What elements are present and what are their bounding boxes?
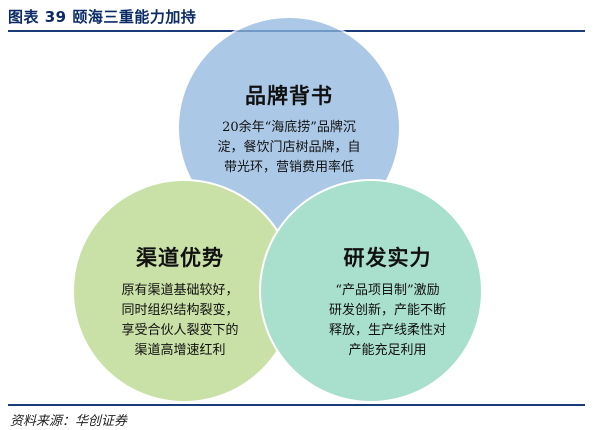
- figure-title: 图表 39 颐海三重能力加持: [8, 8, 197, 26]
- channel-line: 同时组织结构裂变，: [121, 303, 239, 318]
- rnd-description: “产品项目制”激励 研发创新，产能不断 释放，生产线柔性对 产能充足利用: [310, 281, 465, 361]
- rnd-line: “产品项目制”激励: [335, 283, 440, 298]
- channel-label: 渠道优势 原有渠道基础较好， 同时组织结构裂变， 享受合伙人裂变下的 渠道高增速…: [90, 242, 270, 361]
- channel-line: 原有渠道基础较好，: [121, 283, 239, 298]
- source-note: 资料来源：华创证券: [10, 414, 128, 429]
- rnd-line: 研发创新，产能不断: [328, 303, 446, 318]
- brand-description: 20余年“海底捞”品牌沉 淀，餐饮门店树品牌，自 带光环，营销费用率低: [179, 118, 399, 178]
- rnd-heading: 研发实力: [343, 245, 432, 270]
- footer-rule: [8, 404, 585, 406]
- rnd-line: 释放，生产线柔性对: [328, 323, 446, 338]
- brand-line: 淀，餐饮门店树品牌，自: [217, 140, 361, 155]
- brand-line: 20余年“海底捞”品牌沉: [222, 120, 356, 135]
- brand-line: 带光环，营销费用率低: [223, 160, 354, 175]
- brand-heading: 品牌背书: [245, 83, 333, 108]
- rnd-label: 研发实力 “产品项目制”激励 研发创新，产能不断 释放，生产线柔性对 产能充足利…: [310, 242, 465, 361]
- circle-rnd: [259, 179, 483, 403]
- brand-label: 品牌背书 20余年“海底捞”品牌沉 淀，餐饮门店树品牌，自 带光环，营销费用率低: [179, 80, 399, 178]
- channel-line: 渠道高增速红利: [134, 343, 226, 358]
- channel-description: 原有渠道基础较好， 同时组织结构裂变， 享受合伙人裂变下的 渠道高增速红利: [90, 281, 270, 361]
- channel-line: 享受合伙人裂变下的: [121, 323, 239, 338]
- rnd-line: 产能充足利用: [348, 343, 427, 358]
- channel-heading: 渠道优势: [136, 245, 224, 270]
